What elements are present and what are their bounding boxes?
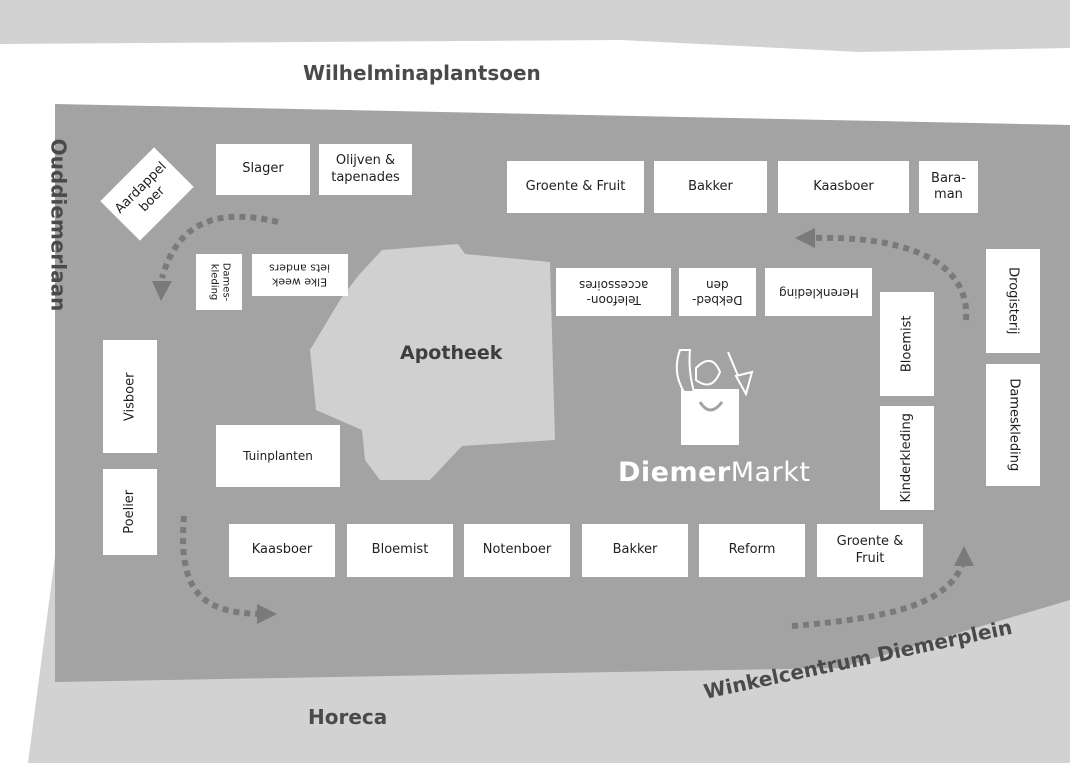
apotheek-building bbox=[310, 244, 555, 480]
stall-bloemist-bottom[interactable]: Bloemist bbox=[347, 524, 453, 577]
stall-kaasboer-top[interactable]: Kaasboer bbox=[778, 161, 909, 213]
stall-kaasboer-bottom[interactable]: Kaasboer bbox=[229, 524, 335, 577]
stall-dekbedden[interactable]: Dekbed- den bbox=[679, 268, 756, 316]
walking-direction-arrow bbox=[811, 234, 970, 321]
stall-slager[interactable]: Slager bbox=[216, 144, 310, 195]
stall-visboer[interactable]: Visboer bbox=[103, 340, 157, 453]
arrow-head bbox=[795, 228, 815, 248]
walking-route bbox=[159, 213, 970, 629]
stall-telefoonaccessoires[interactable]: Telefoon- accessoires bbox=[556, 268, 671, 316]
brand-name-bold: Diemer bbox=[618, 457, 731, 488]
road-label-left: Ouddiemerlaan bbox=[46, 138, 71, 312]
stall-bloemist-right[interactable]: Bloemist bbox=[880, 292, 934, 396]
walking-direction-arrow bbox=[791, 559, 967, 629]
brand-name-light: Markt bbox=[730, 457, 811, 488]
stall-tuinplanten[interactable]: Tuinplanten bbox=[216, 425, 340, 487]
road-label-top: Wilhelminaplantsoen bbox=[303, 61, 541, 85]
arrow-head bbox=[152, 281, 172, 301]
stall-baraman[interactable]: Bara- man bbox=[919, 161, 978, 213]
stall-dameskleding-small[interactable]: Dames- kleding bbox=[196, 254, 242, 310]
stall-dameskleding-right[interactable]: Dameskleding bbox=[986, 364, 1040, 486]
walking-direction-arrow bbox=[180, 515, 259, 617]
arrow-head bbox=[257, 604, 277, 624]
arrow-heads bbox=[152, 228, 974, 624]
stall-herenkleding[interactable]: Herenkleding bbox=[765, 268, 872, 316]
stall-elke-week-iets-anders[interactable]: Elke week iets anders bbox=[252, 254, 348, 296]
apotheek-label: Apotheek bbox=[400, 342, 503, 364]
shopping-bag-with-bread-and-fish-icon bbox=[675, 349, 754, 445]
stall-bakker-top[interactable]: Bakker bbox=[654, 161, 767, 213]
stall-drogisterij[interactable]: Drogisterij bbox=[986, 249, 1040, 353]
arrow-head bbox=[954, 546, 974, 566]
stall-kinderkleding[interactable]: Kinderkleding bbox=[880, 406, 934, 510]
road-top bbox=[0, 40, 1070, 125]
stall-bakker-bottom[interactable]: Bakker bbox=[582, 524, 688, 577]
brand-logo-text: DiemerMarkt bbox=[618, 457, 810, 488]
stall-reform[interactable]: Reform bbox=[699, 524, 805, 577]
stall-poelier[interactable]: Poelier bbox=[103, 469, 157, 555]
stall-notenboer[interactable]: Notenboer bbox=[464, 524, 570, 577]
stall-olijven-tapenades[interactable]: Olijven & tapenades bbox=[319, 144, 412, 195]
stall-groente-fruit-top[interactable]: Groente & Fruit bbox=[507, 161, 644, 213]
road-label-bottom-left: Horeca bbox=[308, 705, 388, 729]
stall-groente-fruit-bottom[interactable]: Groente & Fruit bbox=[817, 524, 923, 577]
